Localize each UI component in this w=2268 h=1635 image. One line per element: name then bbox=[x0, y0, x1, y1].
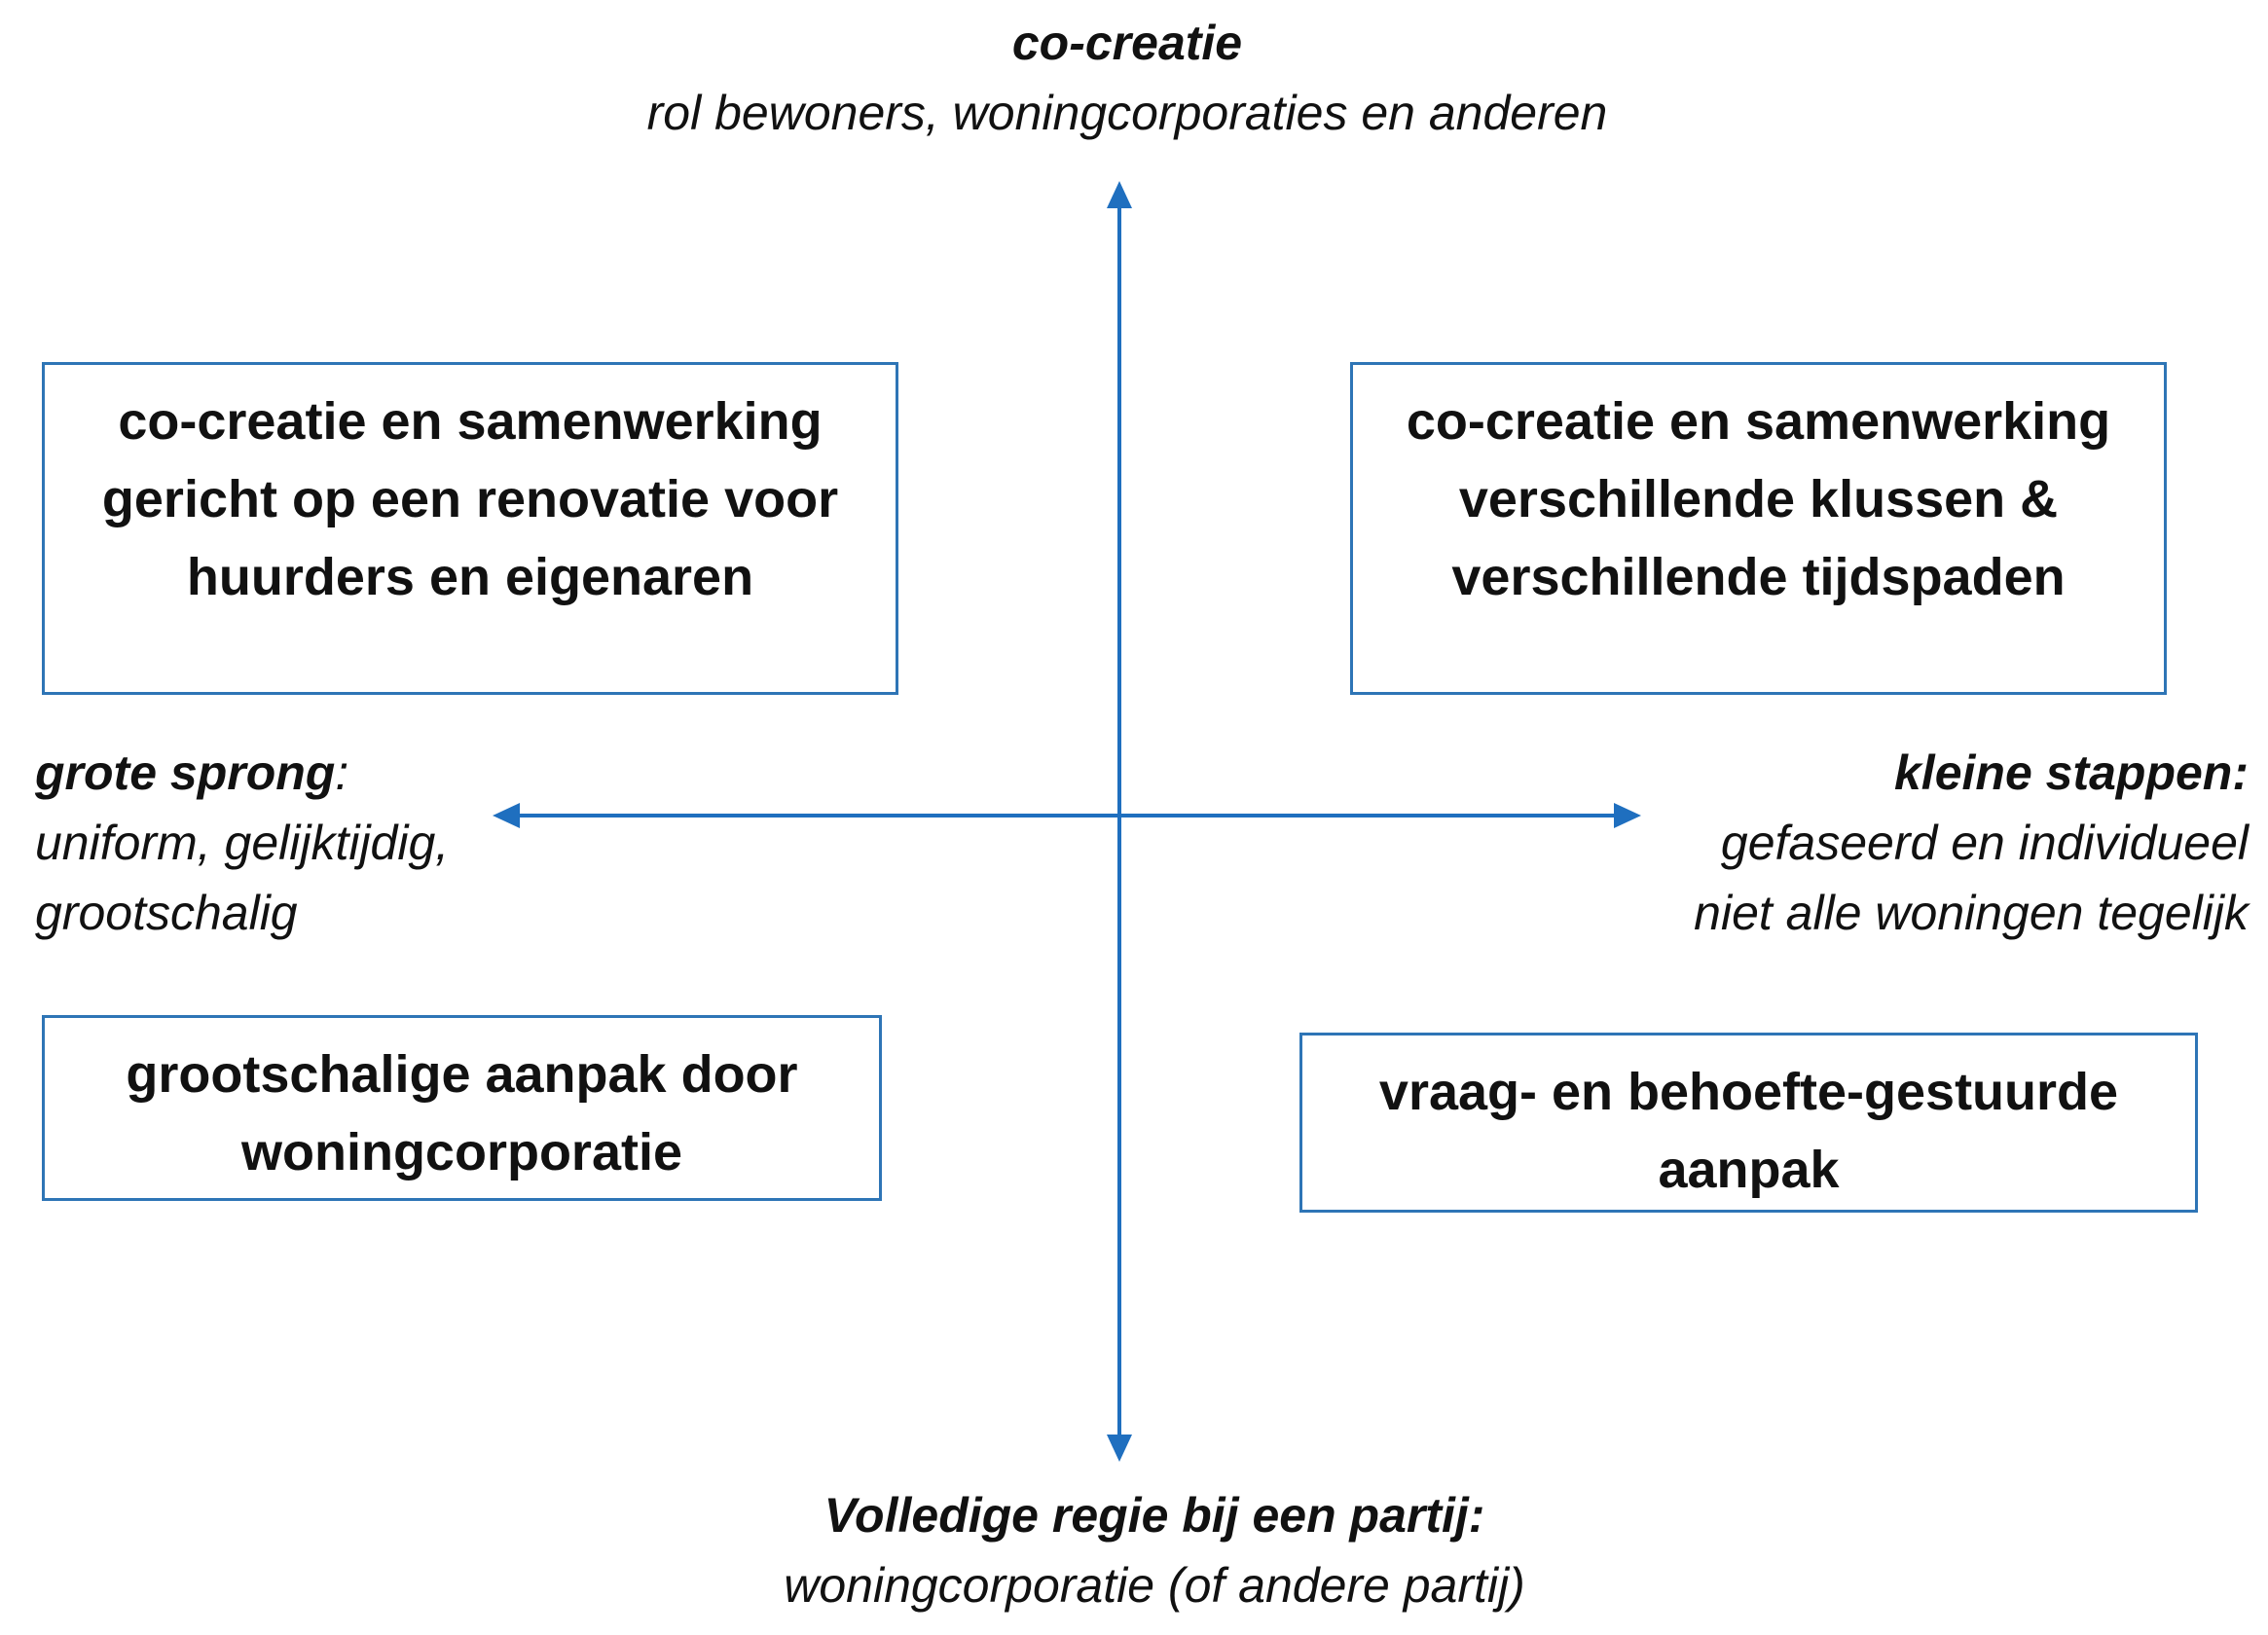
top-axis-subtitle: rol bewoners, woningcorporaties en ander… bbox=[646, 86, 1608, 140]
horizontal-axis bbox=[493, 803, 1641, 828]
quadrant-top-left-line: gericht op een renovatie voor bbox=[101, 470, 839, 528]
left-axis-label: grote sprong: uniform, gelijktijdig, gro… bbox=[35, 738, 449, 948]
quadrant-top-right-line: verschillende tijdspaden bbox=[1451, 548, 2066, 606]
quadrant-top-right-line: verschillende klussen & bbox=[1458, 470, 2059, 528]
arrow-right-icon bbox=[1614, 803, 1641, 828]
quadrant-bottom-left-line: grootschalige aanpak door bbox=[126, 1045, 798, 1104]
right-axis-line2: niet alle woningen tegelijk bbox=[1694, 886, 2249, 940]
quadrant-bottom-left: grootschalige aanpak door woningcorporat… bbox=[42, 1015, 882, 1201]
quadrant-top-left-line: co-creatie en samenwerking bbox=[118, 392, 823, 451]
top-axis-title: co-creatie bbox=[1011, 16, 1243, 70]
quadrant-bottom-left-line: woningcorporatie bbox=[240, 1123, 682, 1181]
quadrant-bottom-right-line: aanpak bbox=[1658, 1141, 1840, 1199]
vertical-axis bbox=[1107, 181, 1132, 1462]
quadrant-top-left-line: huurders en eigenaren bbox=[186, 548, 754, 606]
quadrant-top-left: co-creatie en samenwerking gericht op ee… bbox=[42, 362, 898, 695]
left-axis-title: grote sprong bbox=[35, 745, 336, 800]
bottom-axis-label: Volledige regie bij een partij: woningco… bbox=[784, 1480, 1525, 1620]
bottom-axis-subtitle: woningcorporatie (of andere partij) bbox=[784, 1558, 1525, 1613]
right-axis-line1: gefaseerd en individueel bbox=[1720, 816, 2249, 870]
right-axis-label: kleine stappen: gefaseerd en individueel… bbox=[1694, 738, 2249, 948]
top-axis-label: co-creatie rol bewoners, woningcorporati… bbox=[647, 8, 1608, 148]
quadrant-bottom-right: vraag- en behoefte-gestuurde aanpak bbox=[1299, 1033, 2198, 1213]
quadrant-top-right-line: co-creatie en samenwerking bbox=[1406, 392, 2111, 451]
left-axis-line2: grootschalig bbox=[35, 886, 298, 940]
quadrant-top-right: co-creatie en samenwerking verschillende… bbox=[1350, 362, 2167, 695]
arrow-down-icon bbox=[1107, 1435, 1132, 1462]
left-axis-line1: uniform, gelijktijdig, bbox=[35, 816, 450, 870]
arrow-left-icon bbox=[493, 803, 520, 828]
arrow-up-icon bbox=[1107, 181, 1132, 208]
bottom-axis-title: Volledige regie bij een partij: bbox=[823, 1488, 1485, 1543]
right-axis-title: kleine stappen: bbox=[1894, 745, 2249, 800]
left-axis-title-suffix: : bbox=[335, 745, 349, 800]
quadrant-bottom-right-line: vraag- en behoefte-gestuurde bbox=[1378, 1063, 2119, 1121]
